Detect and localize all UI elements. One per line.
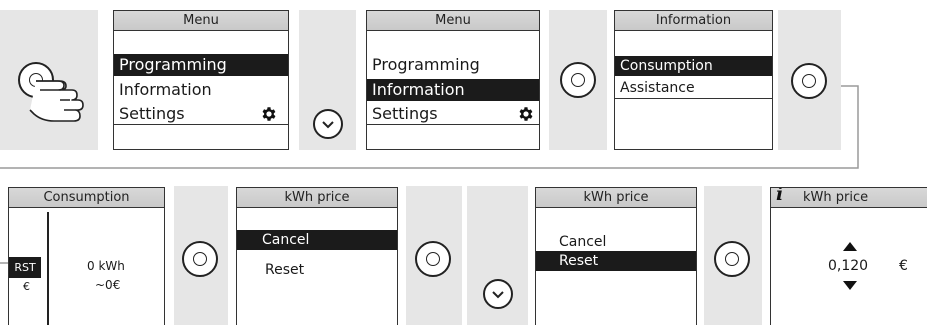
rst-label: RST [9, 257, 41, 278]
consumption-screen: Consumption RST € 0 kWh ~0€ [8, 187, 165, 325]
knob-step-panel-3 [174, 186, 228, 325]
screen-title: kWh price [536, 188, 696, 208]
screen-header: i kWh price [771, 188, 927, 208]
confirm-step-panel-2 [778, 10, 841, 150]
scroll-down-icon [322, 121, 334, 129]
kwh-price-screen-reset: kWh price Cancel Reset [535, 187, 697, 325]
scroll-step-panel-2 [467, 186, 528, 325]
divider [615, 98, 772, 99]
price-value[interactable]: 0,120 [828, 258, 869, 274]
gear-icon [262, 107, 276, 121]
screen-title: Consumption [9, 188, 164, 208]
scroll-step-panel [299, 10, 356, 150]
option-reset[interactable]: Reset [536, 251, 696, 271]
info-icon: i [776, 187, 784, 205]
kwh-price-screen-cancel: kWh price Cancel Reset [236, 187, 398, 325]
menu-item-settings[interactable]: Settings [367, 103, 539, 125]
up-arrow-icon[interactable] [843, 241, 857, 253]
menu-item-information[interactable]: Information [367, 79, 539, 101]
screen-title: Information [615, 11, 772, 31]
kwh-price-edit-screen: i kWh price 0,120 € [770, 187, 927, 325]
knob-center-icon [426, 252, 440, 266]
menu-item-programming[interactable]: Programming [372, 55, 480, 74]
consumption-divider [47, 212, 49, 325]
price-unit: € [899, 258, 908, 274]
option-cancel[interactable]: Cancel [237, 230, 397, 250]
information-screen: Information Consumption Assistance [614, 10, 773, 150]
currency-label: € [23, 280, 30, 293]
scroll-down-button[interactable] [313, 109, 343, 139]
knob-step-panel-5 [704, 186, 762, 325]
knob-center-icon [725, 252, 739, 266]
knob-step-panel-4 [406, 186, 462, 325]
scroll-down-icon [492, 291, 504, 299]
confirm-step-panel [549, 10, 607, 150]
option-cancel[interactable]: Cancel [559, 234, 607, 250]
confirm-knob[interactable] [560, 62, 596, 98]
menu-title: Menu [367, 11, 539, 31]
gear-icon [519, 107, 533, 121]
energy-value: 0 kWh [87, 259, 125, 273]
menu-screen-programming-selected: Menu Programming Information Settings [113, 10, 289, 150]
option-reset[interactable]: Reset [265, 262, 305, 278]
confirm-knob[interactable] [714, 241, 750, 277]
knob-center-icon [571, 73, 585, 87]
menu-item-information[interactable]: Information [119, 80, 212, 99]
menu-item-programming[interactable]: Programming [114, 54, 288, 76]
knob-center-icon [802, 74, 816, 88]
confirm-knob[interactable] [182, 241, 218, 277]
press-finger-icon [29, 80, 84, 122]
down-arrow-icon[interactable] [843, 280, 857, 292]
menu-item-assistance[interactable]: Assistance [620, 80, 695, 96]
knob-center-icon [193, 252, 207, 266]
confirm-knob[interactable] [415, 241, 451, 277]
screen-title: kWh price [237, 188, 397, 208]
scroll-down-button[interactable] [483, 279, 513, 309]
press-step-panel [0, 10, 98, 150]
cost-value: ~0€ [95, 278, 121, 292]
screen-title: kWh price [803, 190, 869, 205]
menu-screen-information-selected: Menu Programming Information Settings [366, 10, 540, 150]
menu-title: Menu [114, 11, 288, 31]
confirm-knob[interactable] [791, 63, 827, 99]
menu-item-consumption[interactable]: Consumption [615, 56, 772, 76]
